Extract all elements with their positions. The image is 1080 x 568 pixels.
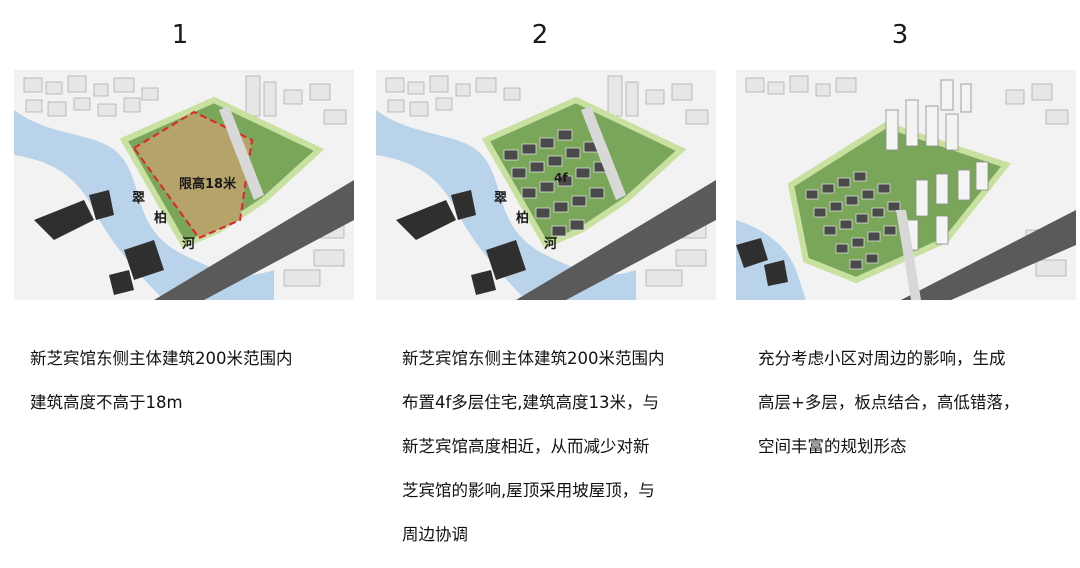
caption-line: 高层+多层，板点结合，高低错落， (758, 393, 1020, 412)
river-char-1: 翠 (132, 191, 145, 206)
river-char-3: 河 (182, 236, 195, 252)
highrise-towers (885, 79, 989, 251)
multistorey-housing (805, 171, 901, 270)
main-road (901, 210, 1076, 300)
hotel-buildings (736, 238, 788, 286)
site-map-1: 限高18米 翠 柏 河 (14, 70, 354, 300)
panel-2: 2 4f 翠 柏 河 新芝宾馆东侧主体建 (360, 0, 720, 544)
caption-line: 建筑高度不高于18m (30, 393, 183, 412)
main-road (154, 180, 354, 300)
caption-line: 新芝宾馆东侧主体建筑200米范围内 (30, 349, 293, 368)
height-limit-label: 限高18米 (179, 176, 237, 192)
height-limit-zone (132, 110, 254, 240)
caption-line: 周边协调 (402, 525, 468, 544)
caption-line: 芝宾馆的影响,屋顶采用坡屋顶，与 (402, 481, 655, 500)
internal-road (219, 106, 264, 200)
internal-road (896, 210, 921, 300)
caption-line: 充分考虑小区对周边的影响，生成 (758, 349, 1006, 368)
panel-1: 1 限高18米 翠 柏 河 新芝宾馆东侧主体建筑200米 (0, 0, 360, 458)
internal-road (581, 106, 626, 200)
floor-label: 4f (554, 171, 568, 185)
panel-number: 1 (171, 20, 189, 50)
river-char-3: 河 (544, 236, 557, 252)
hotel-buildings (34, 190, 164, 295)
multistorey-housing (503, 129, 609, 237)
river-char-2: 柏 (516, 210, 529, 226)
panel-caption: 新芝宾馆东侧主体建筑200米范围内 建筑高度不高于18m (30, 326, 293, 436)
panel-number: 3 (891, 20, 909, 50)
river (14, 110, 274, 300)
river-char-2: 柏 (154, 210, 167, 226)
caption-line: 空间丰富的规划形态 (758, 437, 907, 456)
panel-number: 2 (531, 20, 549, 50)
panel-3: 3 充分考虑小区对周边的影响 (720, 0, 1080, 458)
caption-line: 新芝宾馆高度相近，从而减少对新 (402, 437, 650, 456)
site-map-3 (736, 70, 1076, 300)
river (376, 110, 636, 300)
river-char-1: 翠 (494, 191, 507, 206)
hotel-buildings (396, 190, 526, 295)
caption-line: 布置4f多层住宅,建筑高度13米，与 (402, 393, 660, 412)
river (736, 220, 806, 300)
panel-caption: 新芝宾馆东侧主体建筑200米范围内 布置4f多层住宅,建筑高度13米，与 新芝宾… (402, 326, 665, 568)
caption-line: 新芝宾馆东侧主体建筑200米范围内 (402, 349, 665, 368)
panel-caption: 充分考虑小区对周边的影响，生成 高层+多层，板点结合，高低错落， 空间丰富的规划… (758, 326, 1019, 480)
site-map-2: 4f 翠 柏 河 (376, 70, 716, 300)
main-road (516, 180, 716, 300)
